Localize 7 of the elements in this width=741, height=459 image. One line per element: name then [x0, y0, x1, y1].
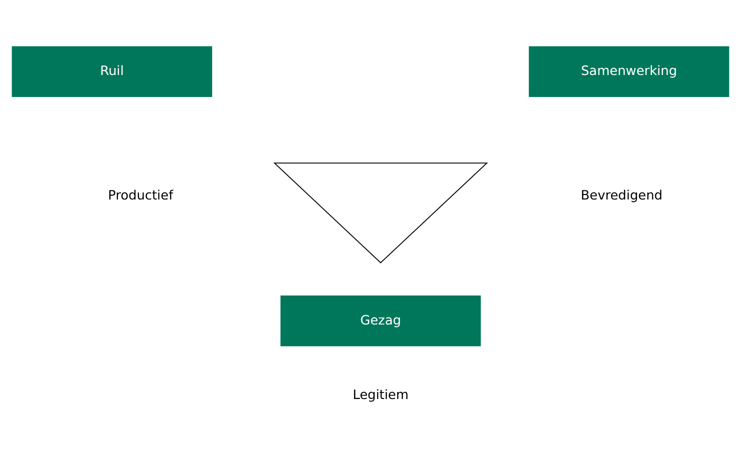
node-box: Samenwerking	[528, 46, 730, 98]
node-triangle	[273, 162, 488, 264]
label: Productief	[108, 188, 174, 204]
label: Bevredigend	[580, 188, 662, 204]
node-box: Gezag	[280, 296, 481, 346]
label: Legitiem	[352, 388, 409, 404]
node-box: Ruil	[12, 46, 212, 98]
